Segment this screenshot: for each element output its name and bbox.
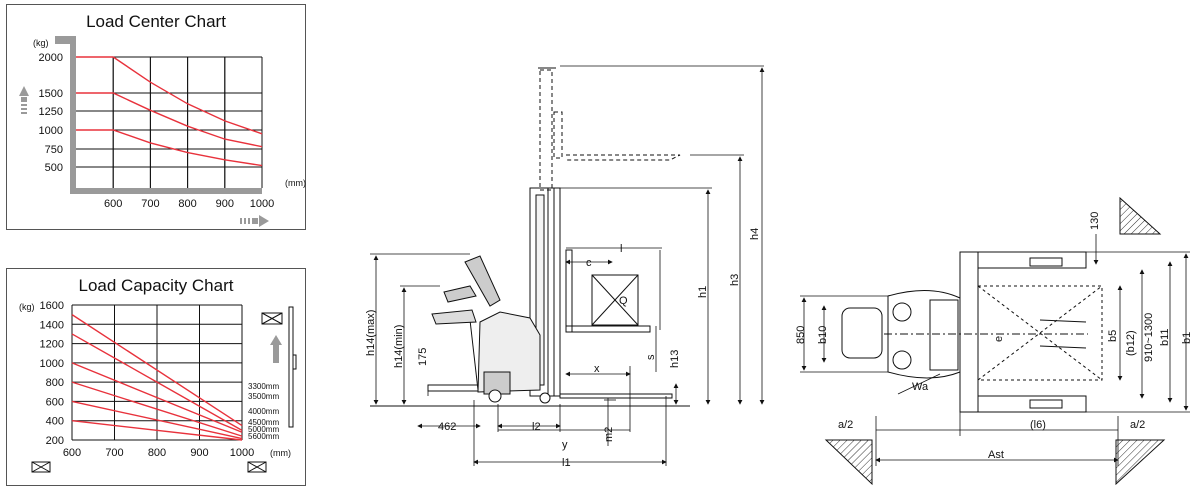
series-line-1 [71, 333, 243, 431]
load-capacity-chart-panel: Load Capacity Chart [6, 268, 306, 486]
y-tick-label: 1000 [39, 125, 63, 137]
series-label: 4500mm [248, 418, 279, 427]
series-label: 3500mm [248, 392, 279, 401]
x-tick-label: 900 [216, 198, 234, 210]
dim-label: b11 [1159, 328, 1171, 346]
x-tick-label: 1000 [230, 447, 254, 459]
series-lines [71, 314, 243, 441]
load-capacity-chart-title: Load Capacity Chart [78, 276, 234, 295]
y-tick-label: 1600 [40, 300, 64, 312]
pallet-icon [247, 461, 267, 473]
series-line-2 [71, 362, 243, 433]
dim-label: x [594, 363, 600, 375]
dim-label: l [620, 243, 622, 255]
grid [71, 304, 243, 441]
y-tick-label: 400 [46, 416, 64, 428]
dim-label: c [586, 257, 592, 269]
series-line-4 [71, 400, 243, 440]
series-label: 4000mm [248, 407, 279, 416]
y-tick-label: 1500 [39, 88, 63, 100]
dim-label: e [993, 336, 1005, 342]
dim-label: l2 [532, 421, 541, 433]
dim-label: m2 [603, 427, 615, 442]
dim-label: h14(max) [365, 310, 377, 356]
series-label: 5600mm [248, 432, 279, 441]
y-tick-label: 750 [45, 144, 63, 156]
dim-label: s [645, 354, 657, 360]
right-arrow-icon [240, 215, 269, 227]
grid [76, 56, 263, 188]
y-tick-label: 1000 [40, 358, 64, 370]
dim-label: Wa [912, 381, 929, 393]
series-line-1 [76, 92, 263, 148]
top-view-dimensions [800, 234, 1190, 466]
dim-label: h14(min) [393, 325, 405, 368]
y-unit: (kg) [33, 38, 49, 48]
series-line-0 [76, 56, 263, 135]
x-unit: (mm) [270, 448, 291, 458]
y-tick-label: 1400 [40, 319, 64, 331]
load-capacity-chart: (kg) (mm) 1600 1400 1200 1000 800 600 400 200 6… [19, 300, 297, 473]
dim-label: h1 [697, 286, 709, 298]
load-center-chart: (kg) (mm) 2000 1500 1250 1000 750 500 600 700 8… [19, 36, 306, 227]
top-view-drawing [841, 251, 1103, 413]
series-lines [76, 56, 263, 167]
dim-label: (l6) [1030, 419, 1046, 431]
x-tick-label: 700 [105, 447, 123, 459]
series-label: 3300mm [248, 382, 279, 391]
dim-label: 130 [1089, 212, 1101, 230]
axis-bar [55, 36, 262, 194]
y-unit: (kg) [19, 302, 35, 312]
pallet-icon [261, 312, 283, 325]
dim-label: Ast [988, 449, 1004, 461]
dim-label: a/2 [838, 419, 853, 431]
x-tick-label: 800 [148, 447, 166, 459]
y-tick-label: 1250 [39, 106, 63, 118]
mast-icon [270, 306, 297, 428]
dim-label: b5 [1107, 330, 1119, 342]
dim-label: 850 [795, 326, 807, 344]
y-tick-label: 200 [46, 435, 64, 447]
load-center-chart-title: Load Center Chart [86, 12, 226, 31]
y-tick-label: 2000 [39, 52, 63, 64]
x-unit: (mm) [285, 178, 306, 188]
series-line-2 [76, 129, 263, 167]
dim-label: (b12) [1125, 330, 1137, 356]
dim-label: b10 [817, 326, 829, 344]
wall-hatch [824, 196, 1166, 486]
x-tick-label: 900 [190, 447, 208, 459]
series-line-0 [71, 314, 243, 427]
dim-label: 462 [438, 421, 456, 433]
series-line-3 [71, 381, 243, 437]
side-view-drawing [370, 67, 690, 407]
x-tick-label: 600 [104, 198, 122, 210]
dim-label: 175 [417, 348, 429, 366]
top-view-labels: 130 b1 b11 910~1300 (b12) b5 e 850 b10 W… [795, 212, 1193, 461]
side-view-labels: h4 h3 h1 h14(max) h14(min) 175 h13 s l c… [365, 228, 761, 469]
dim-label: a/2 [1130, 419, 1145, 431]
up-arrow-icon [19, 86, 29, 114]
dim-label: h13 [669, 350, 681, 368]
x-tick-label: 600 [63, 447, 81, 459]
side-view-dimensions [370, 65, 765, 466]
y-tick-label: 800 [46, 377, 64, 389]
x-tick-label: 1000 [250, 198, 274, 210]
dim-label: y [562, 439, 568, 451]
dim-label: Q [619, 295, 628, 307]
dim-label: h3 [729, 274, 741, 286]
pallet-icon [31, 461, 51, 473]
dim-label: b1 [1181, 332, 1193, 344]
dim-label: 910~1300 [1143, 313, 1155, 362]
y-tick-label: 500 [45, 162, 63, 174]
x-tick-label: 700 [141, 198, 159, 210]
dim-label: l1 [562, 457, 571, 469]
x-tick-label: 800 [178, 198, 196, 210]
y-tick-label: 600 [46, 396, 64, 408]
y-tick-label: 1200 [40, 339, 64, 351]
dim-label: h4 [749, 228, 761, 240]
series-label: 5000mm [248, 425, 279, 434]
series-line-5 [71, 420, 243, 441]
